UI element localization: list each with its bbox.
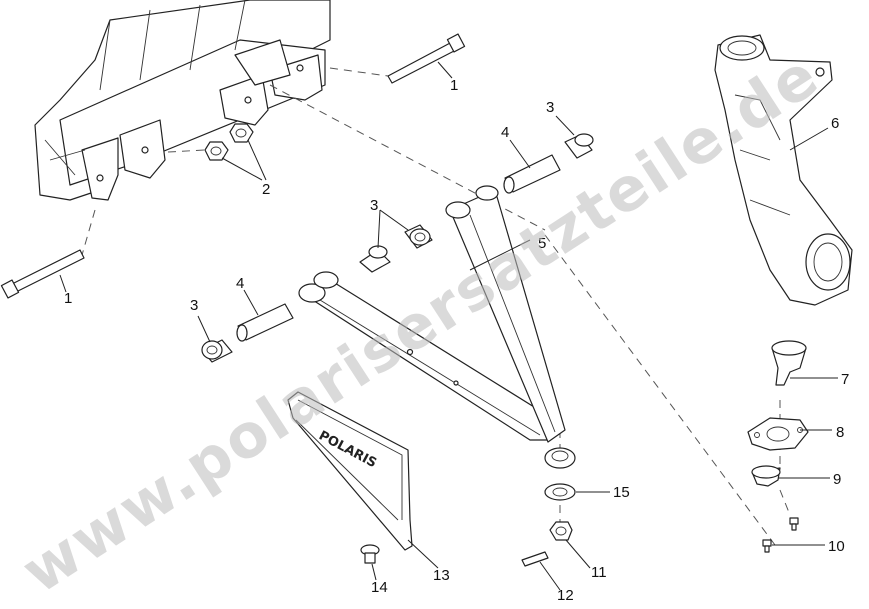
washer xyxy=(544,483,576,501)
bolt-lower xyxy=(0,249,85,299)
callout-8: 8 xyxy=(836,424,844,441)
bushing-mid-1 xyxy=(404,224,433,249)
callout-1-lower: 1 xyxy=(64,290,72,307)
retainer-plate xyxy=(747,417,809,451)
bolt-upper xyxy=(387,33,466,84)
callout-2: 2 xyxy=(262,181,270,198)
callout-9: 9 xyxy=(833,471,841,488)
flange-bolt xyxy=(360,544,380,564)
callout-6: 6 xyxy=(831,115,839,132)
callout-7: 7 xyxy=(841,371,849,388)
callout-12: 12 xyxy=(557,587,574,604)
nuts-pair xyxy=(204,123,254,161)
callouts: 1 1 2 3 3 3 4 4 5 6 7 8 9 10 11 12 13 14… xyxy=(64,77,849,604)
frame-section xyxy=(34,0,331,201)
callout-3-mid: 3 xyxy=(370,197,378,214)
callout-4-upper: 4 xyxy=(501,124,509,141)
callout-5: 5 xyxy=(538,235,546,252)
bushing-top xyxy=(564,133,594,159)
callout-14: 14 xyxy=(371,579,388,596)
callout-10: 10 xyxy=(828,538,845,555)
a-arm xyxy=(298,185,576,469)
callout-1-upper: 1 xyxy=(450,77,458,94)
sleeve-upper xyxy=(503,154,561,194)
callout-3-top: 3 xyxy=(546,99,554,116)
sleeve-lower xyxy=(236,303,294,342)
castle-nut xyxy=(549,521,573,541)
callout-13: 13 xyxy=(433,567,450,584)
callout-4-lower: 4 xyxy=(236,275,244,292)
callout-11: 11 xyxy=(591,564,607,581)
bushing-left xyxy=(201,339,233,363)
bushing-mid-2 xyxy=(359,245,391,273)
leader-lines xyxy=(59,61,838,591)
callout-3-left: 3 xyxy=(190,297,198,314)
callout-15: 15 xyxy=(613,484,630,501)
ball-joint xyxy=(771,340,807,386)
cotter-pin xyxy=(521,551,549,567)
steering-knuckle xyxy=(714,34,853,306)
cap xyxy=(751,465,781,487)
screws xyxy=(762,517,799,553)
